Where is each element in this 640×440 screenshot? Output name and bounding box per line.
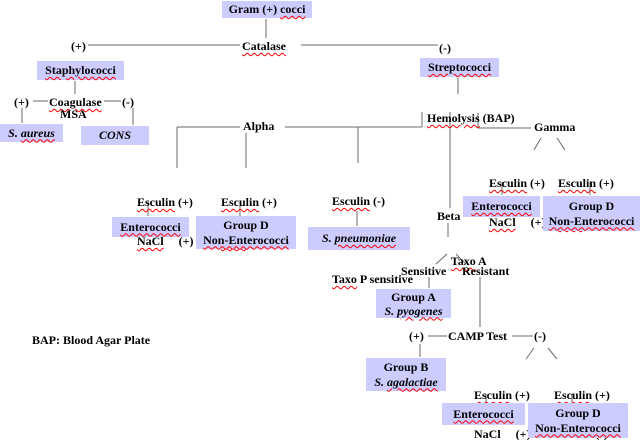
hemolysis-bap: (BAP) (479, 111, 515, 125)
node-group-d-non-enterococci-camp: Group D Non-Enterococci (528, 403, 628, 438)
taxo-p-rest: P sensitive (356, 272, 413, 286)
node-staphylococci: Staphylococci (37, 61, 124, 80)
bap-legend-note: BAP: Blood Agar Plate (32, 333, 151, 347)
esculin-label: Esculin (558, 176, 597, 190)
connector-line (455, 253, 467, 265)
node-gram-positive-cocci: Gram (+) cocci (222, 1, 312, 18)
node-label: S. (8, 125, 21, 140)
node-label: Non-Enterococci (548, 213, 635, 228)
node-label: pneumoniae (334, 231, 397, 245)
connector-line (525, 347, 535, 360)
esculin-label: Esculin (474, 388, 513, 402)
esculin-value: (+) (259, 195, 277, 209)
alpha-branch-label: Alpha (243, 119, 275, 133)
connector-line (435, 253, 448, 265)
node-label: Enterococci (453, 406, 514, 421)
taxo-a-word: Taxo (450, 254, 476, 268)
taxo-a-rest: A (475, 254, 487, 268)
node-label: S. (374, 374, 388, 389)
node-label: Non-Enterococci (203, 232, 289, 247)
node-label: Enterococci (120, 219, 181, 234)
esculin-label: Esculin (221, 195, 260, 209)
alpha-test-esculin-pos-nacl-pos: Esculin (+) NaCl (+) (137, 170, 194, 274)
node-label: pyogenes (397, 303, 443, 318)
node-streptococci: Streptococci (420, 58, 499, 77)
node-label: CONS (98, 128, 131, 142)
node-label: Streptococci (427, 60, 492, 74)
nacl-label: NaCl (137, 234, 164, 248)
coagulase-positive-label: (+) (14, 95, 29, 109)
connector-line (556, 137, 566, 151)
node-s-aureus: S. aureus (0, 124, 63, 142)
catalase-negative-label: (-) (439, 41, 451, 55)
gamma-branch-label: Gamma (534, 120, 576, 134)
catalase-test-label: Catalase (242, 39, 286, 53)
nacl-value: (+) (500, 427, 531, 440)
node-enterococci-alpha: Enterococci (112, 217, 189, 237)
node-group-d-non-enterococci-alpha: Group D Non-Enterococci (196, 216, 296, 249)
esculin-label: Esculin (554, 388, 593, 402)
esculin-value: (+) (175, 195, 193, 209)
node-label: aureus (20, 125, 55, 140)
node-s-pneumoniae: S. pneumoniae (308, 227, 410, 250)
msa-label: MSA (60, 107, 87, 121)
taxo-a-resistant-label: Resistant (462, 264, 510, 278)
esculin-label: Esculin (332, 194, 371, 208)
node-enterococci-gamma: Enterococci (463, 196, 540, 217)
nacl-label: NaCl (474, 427, 501, 440)
connector-line (547, 347, 558, 360)
node-label: Group D (555, 405, 601, 420)
esculin-value: (+) (512, 388, 530, 402)
node-label: Staphylococci (45, 63, 116, 77)
esculin-label: Esculin (137, 195, 176, 209)
camp-positive-label: (+) (409, 329, 424, 343)
nacl-value: (+) (515, 215, 546, 229)
taxo-a-sensitive-label: Sensitive (401, 264, 447, 278)
beta-branch-label: Beta (437, 209, 461, 223)
esculin-value: (-) (370, 194, 386, 208)
node-group-d-non-enterococci-gamma: Group D Non-Enterococci (543, 196, 640, 231)
node-label: Group D (568, 198, 615, 213)
esculin-value: (+) (592, 388, 610, 402)
node-group-a-s-pyogenes: Group A S. pyogenes (376, 289, 451, 318)
node-label: agalactiae (387, 374, 438, 389)
node-label: S. (384, 303, 398, 318)
node-group-b-s-agalactiae: Group B S. agalactiae (366, 358, 446, 391)
gamma-test-esculin-pos-nacl-pos: Esculin (+) NaCl (+) (489, 151, 546, 255)
esculin-value: (+) (527, 176, 545, 190)
coagulase-test-label: Coagulase (49, 95, 102, 109)
taxo-p-label: Taxo (332, 272, 357, 286)
hemolysis-word: Hemolysis (427, 111, 480, 125)
node-enterococci-camp: Enterococci (442, 403, 525, 425)
node-label: S. (321, 231, 335, 245)
node-label: cocci (280, 2, 306, 16)
node-label: Non-Enterococci (535, 420, 621, 435)
coagulase-negative-label: (-) (122, 95, 134, 109)
node-label: Group A (391, 289, 436, 304)
hemolysis-test-label: Hemolysis (BAP) (415, 96, 515, 141)
connector-line (533, 137, 542, 151)
node-label: Group D (223, 217, 269, 232)
node-label: Enterococci (471, 199, 532, 213)
nacl-value: (+) (163, 234, 194, 248)
esculin-label: Esculin (489, 176, 528, 190)
nacl-label: NaCl (489, 215, 516, 229)
camp-test-label: CAMP Test (448, 329, 508, 343)
camp-test-esculin-pos-nacl-pos: Esculin (+) NaCl (+) (474, 363, 531, 440)
node-label: Gram (+) (228, 2, 281, 16)
camp-negative-label: (-) (534, 329, 546, 343)
esculin-value: (+) (596, 176, 614, 190)
taxo-a-test-label: Taxo A (439, 239, 487, 284)
node-cons: CONS (81, 126, 149, 145)
node-label: Group B (383, 359, 429, 374)
catalase-positive-label: (+) (71, 39, 86, 53)
